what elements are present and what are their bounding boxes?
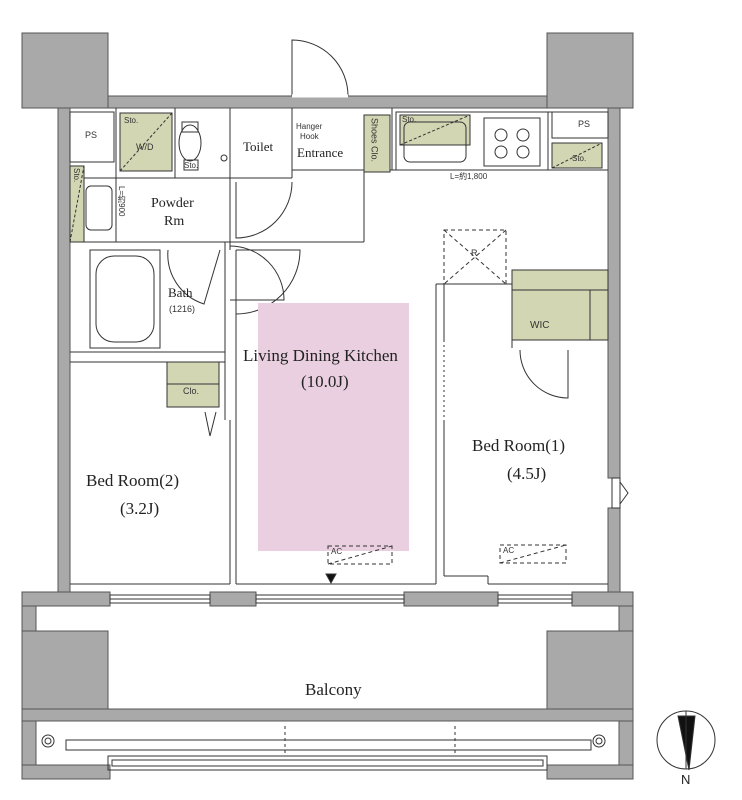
entrance-door [291,39,349,97]
column-top-left [21,32,109,109]
ldk-size: (10.0J) [301,372,349,391]
balcony-handrail [65,739,592,751]
wic-label: WIC [530,320,550,331]
wall-bottom-left [21,591,111,607]
refrigerator-space [443,229,507,285]
cooktop [483,117,541,167]
bed2-size: (3.2J) [120,499,160,518]
powder-label-2: Rm [164,214,185,229]
vanity-length-label: L=約900 [117,186,127,217]
ps-right-label: PS [578,119,591,129]
vanity-sink [85,185,113,231]
wall-bottom-mid2 [403,591,499,607]
balcony-wall-bottom-right [546,764,634,780]
powder-door [229,245,285,301]
ac-bed1-label: AC [503,546,515,555]
wall-right-lower [607,507,621,593]
drain-right [592,734,606,748]
column-bottom-left [21,630,109,710]
column-top-right [546,32,634,109]
wall-bottom-right [571,591,634,607]
balcony-gutter [107,755,548,771]
powder-label-1: Powder [151,196,194,211]
bed1-label: Bed Room(1) [472,436,566,455]
entrance-label: Entrance [297,145,344,160]
wall-right [607,107,621,479]
balcony-base [21,708,634,722]
furniture-zone [258,303,409,551]
toilet-door [235,181,293,239]
counter-length-label: L=約1,800 [450,172,488,181]
storage-shoes [363,114,391,173]
compass-label: N [681,772,691,787]
toilet-bowl [178,124,202,162]
bathtub [89,249,161,349]
balcony-wall-bottom [21,764,111,780]
hanger-label-1: Hanger [296,122,323,131]
bath-size: (1216) [169,304,196,314]
kitchen-counter [395,111,549,171]
column-bottom-right [546,630,634,710]
kitchen-sink [403,121,467,163]
bath-door [167,249,221,305]
entry-marker [325,573,337,585]
balcony-label: Balcony [305,680,362,699]
wic-door [519,349,569,399]
wall-left [57,107,71,593]
wall-bottom-mid1 [209,591,257,607]
drain-left [41,734,55,748]
window-right [611,477,621,509]
wd-label: W/D [136,142,154,152]
balcony-wall-right [618,605,634,632]
wall-top [107,95,548,109]
clo-door [204,411,217,437]
hanger-label-2: Hook [300,132,319,141]
refrigerator-label: R [471,248,478,258]
bed1-size: (4.5J) [507,464,547,483]
ps-right-box [551,111,609,139]
storage-wic [511,269,609,341]
sto-toilet-label: Sto. [184,161,199,170]
ac-ldk-label: AC [331,547,343,556]
sto-right-label: Sto. [572,154,587,163]
ps-left-box [69,111,115,163]
clo-label: Clo. [183,386,200,396]
sto-powder-label: Sto. [72,168,82,183]
sto-kitchen-label: Sto. [402,115,417,124]
toilet-label: Toilet [243,139,274,154]
shoes-clo-label: Shoes Clo. [369,118,380,163]
ac-ldk [327,545,393,565]
sto-wd-label: Sto. [124,116,139,125]
balcony-wall-left [21,605,37,632]
bath-label: Bath [168,285,193,300]
ps-left-label: PS [85,130,98,140]
ldk-label: Living Dining Kitchen [243,346,398,365]
ldk-door [235,249,301,315]
bed2-label: Bed Room(2) [86,471,180,490]
